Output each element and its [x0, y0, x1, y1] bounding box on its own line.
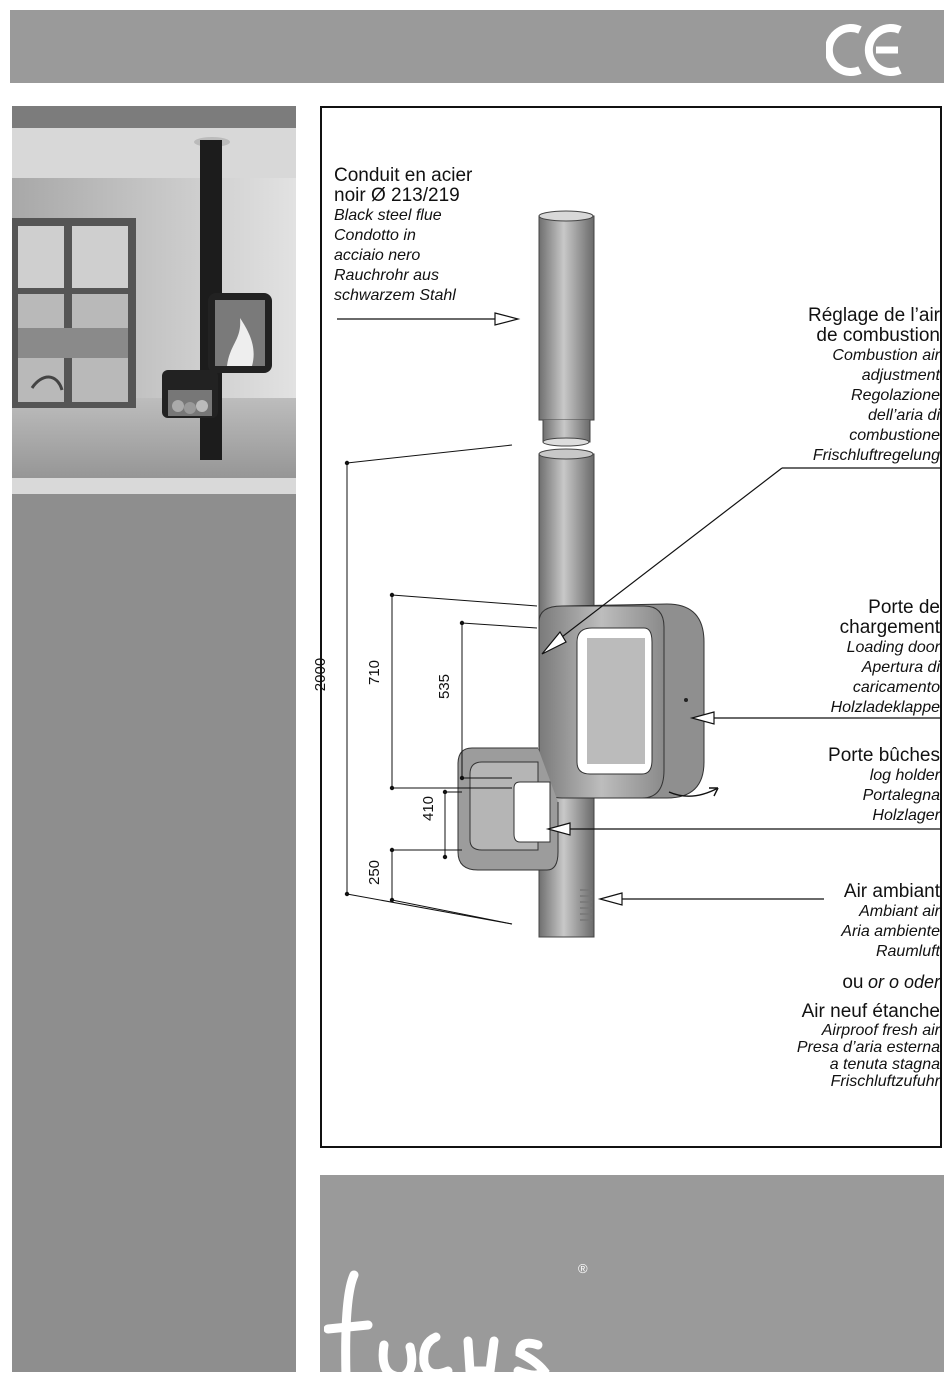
door-it-2: caricamento: [852, 679, 940, 696]
label-logholder: Porte bûches log holder Portalegna Holzl…: [828, 746, 940, 826]
door-fr-1: Porte de: [868, 597, 940, 618]
fresh-de: Frischluftzufuhr: [830, 1073, 940, 1090]
flue-de-1: Rauchrohr aus: [334, 267, 439, 284]
combustion-it-3: combustione: [849, 427, 940, 444]
label-combustion: Réglage de l’air de combustion Combustio…: [808, 306, 940, 466]
dimension-2000: 2000: [312, 657, 330, 692]
flue-de-2: schwarzem Stahl: [334, 287, 456, 304]
door-fr-2: chargement: [839, 617, 940, 638]
dimension-410: 410: [420, 795, 438, 822]
dimension-250: 250: [366, 859, 384, 886]
label-ambient: Air ambiant Ambiant air Aria ambiente Ra…: [841, 882, 940, 962]
combustion-de: Frischluftregelung: [812, 447, 940, 464]
fresh-fr: Air neuf étanche: [801, 1001, 940, 1022]
ambient-de: Raumluft: [875, 943, 940, 960]
product-photo: [12, 128, 296, 494]
door-en: Loading door: [846, 639, 940, 656]
flue-it-2: acciaio nero: [334, 247, 421, 264]
dimension-535: 535: [436, 673, 454, 700]
door-it-1: Apertura di: [861, 659, 940, 676]
label-door: Porte de chargement Loading door Apertur…: [831, 598, 940, 718]
or-fr: ou: [842, 972, 864, 993]
combustion-fr-2: de combustion: [816, 325, 940, 346]
label-flue: Conduit en acier noir Ø 213/219 Black st…: [334, 166, 472, 306]
focus-logo: [324, 1270, 550, 1382]
registered-mark: ®: [578, 1261, 588, 1276]
footer-brand-bar: ® focus: [320, 1175, 944, 1382]
combustion-en-1: Combustion air: [832, 347, 940, 364]
label-or: ou or o oder: [842, 972, 940, 994]
or-others: or o oder: [867, 972, 940, 992]
diagram-frame: Conduit en acier noir Ø 213/219 Black st…: [312, 106, 942, 1148]
ambient-it: Aria ambiente: [841, 923, 940, 940]
flue-en: Black steel flue: [334, 207, 442, 224]
logholder-en: log holder: [869, 767, 940, 784]
sidebar-top-band: [12, 106, 296, 128]
dimension-710: 710: [366, 659, 384, 686]
ce-mark-icon: [826, 24, 902, 76]
ambient-en: Ambiant air: [859, 903, 940, 920]
ambient-fr: Air ambiant: [843, 881, 940, 902]
logholder-fr: Porte bûches: [828, 745, 940, 766]
sidebar: [12, 106, 296, 1372]
flue-fr-1: Conduit en acier: [334, 165, 473, 186]
label-fresh-air: Air neuf étanche Airproof fresh air Pres…: [796, 1001, 940, 1091]
stove-diagram: [337, 210, 940, 938]
fresh-en: Airproof fresh air: [821, 1022, 940, 1039]
combustion-it-2: dell’aria di: [867, 407, 940, 424]
combustion-fr-1: Réglage de l’air: [807, 305, 940, 326]
fresh-it-2: a tenuta stagna: [829, 1056, 940, 1073]
logholder-it: Portalegna: [862, 787, 940, 804]
header-bar: [10, 10, 944, 83]
combustion-it-1: Regolazione: [851, 387, 940, 404]
logholder-de: Holzlager: [872, 807, 940, 824]
door-de: Holzladeklappe: [830, 699, 940, 716]
flue-it-1: Condotto in: [334, 227, 416, 244]
fresh-it-1: Presa d’aria esterna: [796, 1039, 940, 1056]
flue-fr-2: noir Ø 213/219: [334, 185, 460, 206]
combustion-en-2: adjustment: [861, 367, 940, 384]
